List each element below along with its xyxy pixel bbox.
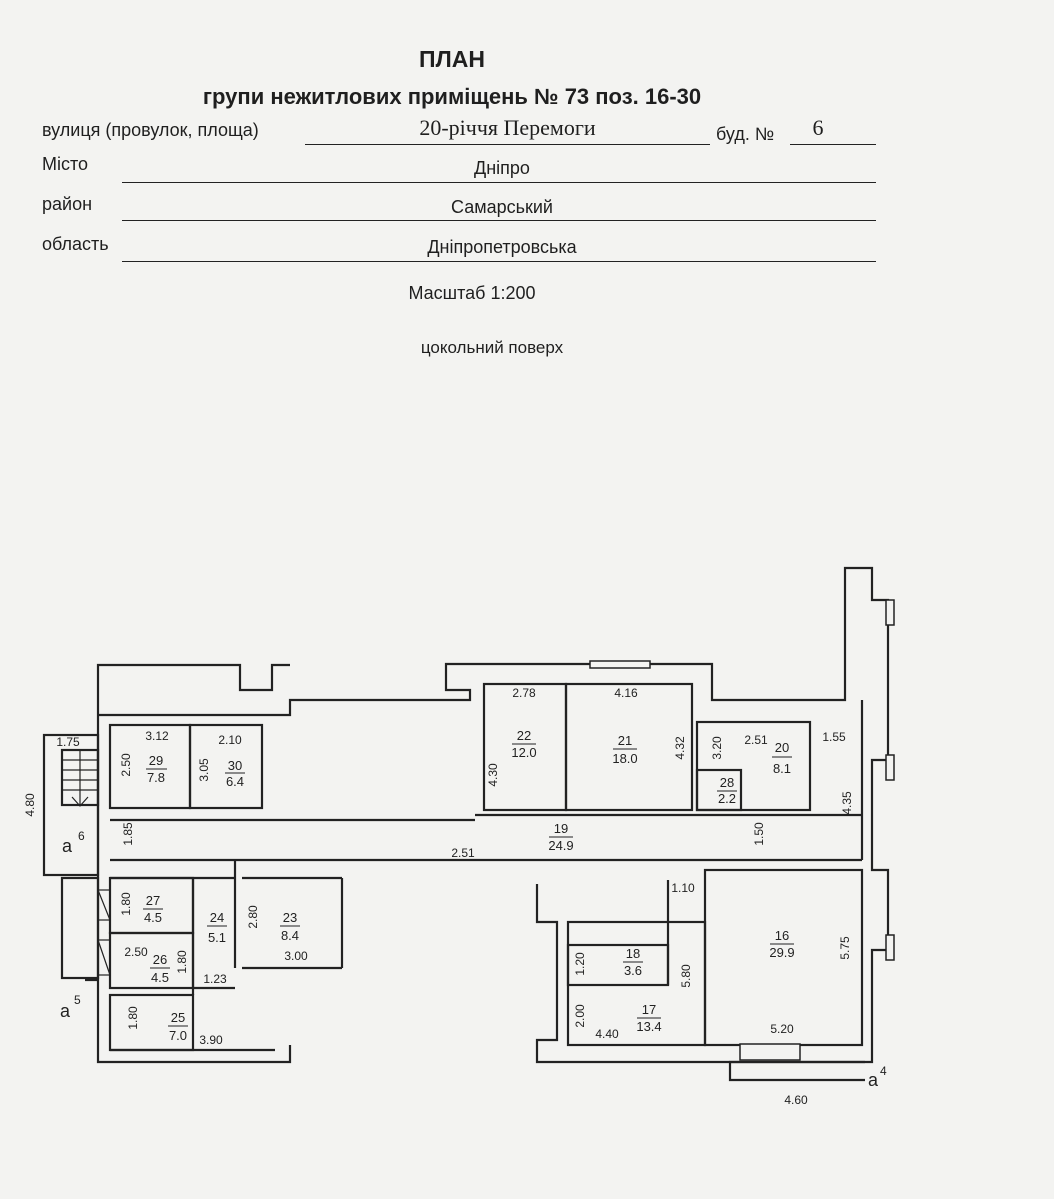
room-29-area: 7.8	[147, 770, 165, 785]
axis-a6-index: 6	[78, 829, 85, 843]
dim-1-80-b: 1.80	[175, 950, 189, 974]
region-value: Дніпропетровська	[427, 237, 577, 257]
room-17-area: 13.4	[636, 1019, 661, 1034]
room-20-area: 8.1	[773, 761, 791, 776]
room-17-number: 17	[642, 1002, 656, 1017]
room-30-number: 30	[228, 758, 242, 773]
dim-5-75: 5.75	[838, 936, 852, 960]
room-28-number: 28	[720, 775, 734, 790]
axis-a5-index: 5	[74, 993, 81, 1007]
page-title: ПЛАН	[419, 46, 485, 72]
dim-3-90: 3.90	[199, 1033, 223, 1047]
room-23-number: 23	[283, 910, 297, 925]
scale-text: Масштаб 1:200	[408, 283, 536, 303]
dim-1-80-a: 1.80	[119, 892, 133, 916]
region-label: область	[42, 234, 109, 254]
room-22-number: 22	[517, 728, 531, 743]
dim-2-80: 2.80	[246, 905, 260, 929]
dim-1-23: 1.23	[203, 972, 227, 986]
street-underline	[305, 144, 710, 145]
dim-3-12: 3.12	[145, 729, 169, 743]
dim-4-32: 4.32	[673, 736, 687, 760]
dim-1-20: 1.20	[573, 952, 587, 976]
room-26-number: 26	[153, 952, 167, 967]
room-23-area: 8.4	[281, 928, 299, 943]
axis-a4-letter: а	[868, 1070, 879, 1090]
room-24-number: 24	[210, 910, 224, 925]
room-21-number: 21	[618, 733, 632, 748]
dim-4-80: 4.80	[23, 793, 37, 817]
room-28-area: 2.2	[718, 791, 736, 806]
room-18-number: 18	[626, 946, 640, 961]
dim-2-78: 2.78	[512, 686, 536, 700]
dim-3-00: 3.00	[284, 949, 308, 963]
dim-5-80: 5.80	[679, 964, 693, 988]
room-26-area: 4.5	[151, 970, 169, 985]
dim-4-40: 4.40	[595, 1027, 619, 1041]
city-label: Місто	[42, 154, 89, 174]
axis-a4-index: 4	[880, 1064, 887, 1078]
room-24-area: 5.1	[208, 930, 226, 945]
axis-a5-letter: а	[60, 1001, 71, 1021]
wall-right-bottom	[535, 884, 865, 1064]
room-20-number: 20	[775, 740, 789, 755]
street-label: вулиця (провулок, площа)	[42, 120, 259, 140]
room-16-number: 16	[775, 928, 789, 943]
dim-2-00: 2.00	[573, 1004, 587, 1028]
city-value: Дніпро	[474, 158, 530, 178]
city-underline	[122, 182, 876, 183]
building-underline	[790, 144, 876, 145]
dim-2-10: 2.10	[218, 733, 242, 747]
dim-4-60: 4.60	[784, 1093, 808, 1107]
dim-2-51-a: 2.51	[744, 733, 768, 747]
room-27-number: 27	[146, 893, 160, 908]
floor-text: цокольний поверх	[420, 338, 564, 357]
district-label: район	[42, 194, 93, 214]
room-22-area: 12.0	[511, 745, 536, 760]
dim-1-80-c: 1.80	[126, 1006, 140, 1030]
dim-5-20: 5.20	[770, 1022, 794, 1036]
building-label: буд. №	[716, 124, 775, 144]
axis-a6-letter: а	[62, 836, 73, 856]
district-underline	[122, 220, 876, 221]
dim-2-51-b: 2.51	[451, 846, 475, 860]
room-29-number: 29	[149, 753, 163, 768]
dim-1-75: 1.75	[56, 735, 80, 749]
dim-1-50: 1.50	[752, 822, 766, 846]
room-18-area: 3.6	[624, 963, 642, 978]
dim-1-55: 1.55	[822, 730, 846, 744]
dim-2-50-a: 2.50	[119, 753, 133, 777]
outer-wall-left	[96, 663, 292, 1064]
street-value: 20-річчя Перемоги	[419, 115, 596, 140]
room-16-area: 29.9	[769, 945, 794, 960]
district-value: Самарський	[451, 197, 553, 217]
wall-left-top	[98, 566, 890, 1082]
dim-4-35: 4.35	[840, 791, 854, 815]
region-underline	[122, 261, 876, 262]
dim-3-05: 3.05	[197, 758, 211, 782]
room-27-area: 4.5	[144, 910, 162, 925]
dim-1-85: 1.85	[121, 822, 135, 846]
page-subtitle: групи нежитлових приміщень № 73 поз. 16-…	[202, 84, 702, 109]
dim-3-20: 3.20	[710, 736, 724, 760]
dim-4-30: 4.30	[486, 763, 500, 787]
dim-1-10: 1.10	[671, 881, 695, 895]
room-25-area: 7.0	[169, 1028, 187, 1043]
room-25-number: 25	[171, 1010, 185, 1025]
building-value: 6	[812, 115, 824, 140]
room-19-number: 19	[554, 821, 568, 836]
dim-2-50-b: 2.50	[124, 945, 148, 959]
dim-4-16: 4.16	[614, 686, 638, 700]
room-30-area: 6.4	[226, 774, 244, 789]
room-21-area: 18.0	[612, 751, 637, 766]
room-19-area: 24.9	[548, 838, 573, 853]
